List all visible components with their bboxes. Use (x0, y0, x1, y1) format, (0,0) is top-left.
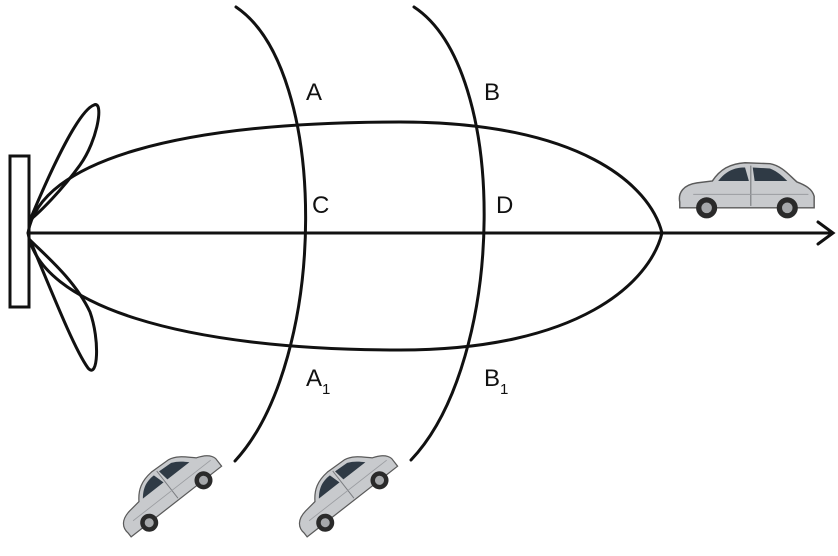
label-a: A (306, 79, 322, 106)
label-b: B (484, 79, 500, 106)
car-icon-right (282, 435, 404, 545)
axis-arrowhead (816, 220, 836, 246)
arc-a (233, 5, 308, 463)
label-d: D (496, 192, 513, 219)
label-b1: B1 (484, 365, 508, 398)
lower-side-lobe (28, 238, 98, 372)
main-lobe (26, 120, 664, 352)
upper-side-lobe (28, 103, 101, 222)
antenna-icon (8, 154, 31, 309)
label-a1: A1 (306, 365, 330, 398)
car-icon-left (106, 435, 228, 545)
car-icon-ahead (678, 162, 815, 220)
arc-b (409, 5, 486, 462)
label-c: C (312, 192, 329, 219)
